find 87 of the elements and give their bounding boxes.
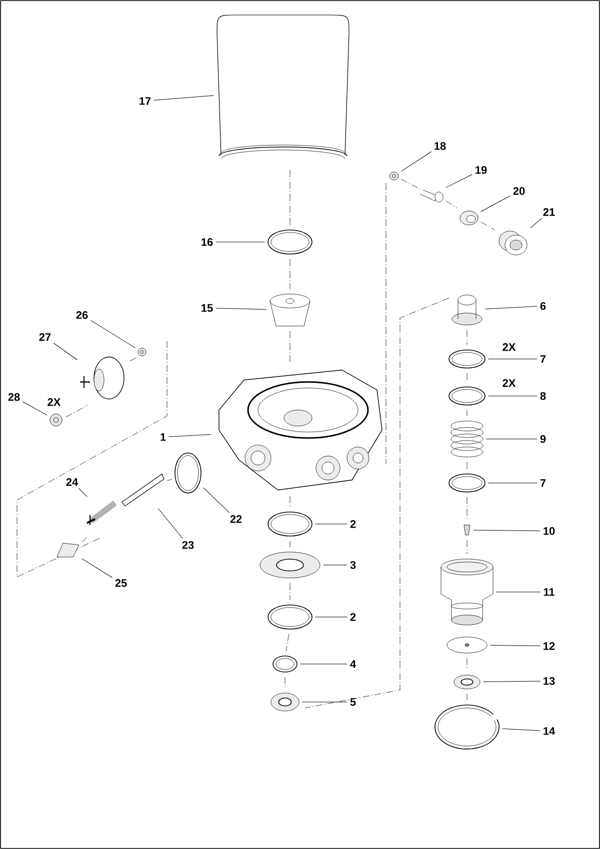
callout-number: 3 <box>350 561 356 569</box>
part-drawing <box>80 356 124 400</box>
part-drawing <box>448 474 486 492</box>
part-drawing <box>454 674 480 690</box>
part-drawing <box>50 414 62 426</box>
part-drawing <box>434 704 500 750</box>
part-drawing <box>86 500 117 526</box>
callout-number: 5 <box>350 698 356 706</box>
leader-line <box>488 358 538 360</box>
callout-number: 27 <box>39 333 51 341</box>
part-drawing <box>440 558 494 626</box>
part-drawing <box>260 552 320 578</box>
part-drawing <box>448 350 486 368</box>
part-drawing <box>389 172 399 180</box>
callout-number: 20 <box>513 187 525 195</box>
callout-number: 9 <box>540 435 546 443</box>
leader-line <box>322 564 348 566</box>
leader-line <box>90 320 136 348</box>
part-drawing <box>174 452 202 494</box>
callout-number: 17 <box>140 97 151 105</box>
leader-line <box>216 308 268 310</box>
part-drawing <box>270 692 300 712</box>
callout-number: 7 <box>540 355 546 363</box>
leader-line <box>82 558 113 578</box>
leader-line <box>78 488 88 497</box>
callout-number: 22 <box>230 515 242 523</box>
callout-number: 16 <box>202 238 213 246</box>
leader-line <box>158 508 184 539</box>
part-drawing <box>218 370 382 490</box>
leader-line <box>400 151 432 172</box>
callout-number: 26 <box>76 311 88 319</box>
part-drawing <box>122 474 164 506</box>
part-drawing <box>446 636 488 654</box>
part-drawing <box>460 210 478 226</box>
part-drawing <box>216 14 350 160</box>
leader-line <box>484 306 538 310</box>
leader-line <box>490 645 540 646</box>
part-drawing <box>268 512 312 536</box>
callout-number: 10 <box>544 527 555 535</box>
callout-number: 18 <box>434 142 446 150</box>
part-drawing <box>452 294 482 326</box>
callout-number: 1 <box>160 433 166 441</box>
callout-number: 28 <box>8 393 20 401</box>
callout-number: 6 <box>540 302 546 310</box>
quantity-label: 2X <box>502 379 516 387</box>
callout-number: 11 <box>544 588 554 596</box>
part-drawing <box>450 420 484 458</box>
part-drawing <box>448 386 486 406</box>
leader-line <box>530 218 542 228</box>
callout-number: 21 <box>543 208 555 216</box>
leader-line <box>314 616 348 618</box>
leader-line <box>168 434 212 437</box>
part-drawing <box>268 604 312 630</box>
leader-line <box>480 195 511 212</box>
quantity-label: 2X <box>502 343 516 351</box>
callout-number: 2 <box>350 520 356 528</box>
leader-line <box>502 728 540 731</box>
part-drawing <box>464 524 470 536</box>
callout-number: 13 <box>544 677 555 685</box>
leader-line <box>22 402 48 416</box>
leader-line <box>446 174 473 188</box>
leader-line <box>482 680 540 682</box>
callout-number: 2 <box>350 613 356 621</box>
leader-line <box>53 342 78 360</box>
part-drawing <box>56 542 80 558</box>
part-drawing <box>268 230 312 254</box>
leader-line <box>472 530 540 532</box>
callout-number: 8 <box>540 392 546 400</box>
callout-number: 7 <box>540 479 546 487</box>
part-drawing <box>498 230 528 256</box>
callout-number: 23 <box>182 541 194 549</box>
part-drawing <box>270 294 310 326</box>
part-drawing <box>138 348 146 356</box>
callout-number: 24 <box>66 478 78 486</box>
callout-number: 12 <box>544 642 555 650</box>
leader-line <box>203 487 230 514</box>
callout-number: 19 <box>476 166 487 174</box>
quantity-label: 2X <box>48 398 61 406</box>
callout-number: 15 <box>202 304 213 312</box>
leader-line <box>486 438 538 440</box>
part-drawing <box>272 656 298 672</box>
callout-number: 14 <box>544 727 556 735</box>
leader-line <box>488 482 538 484</box>
part-drawing <box>420 190 444 202</box>
leader-line <box>154 95 214 101</box>
callout-number: 25 <box>115 579 127 587</box>
callout-number: 4 <box>350 660 356 668</box>
